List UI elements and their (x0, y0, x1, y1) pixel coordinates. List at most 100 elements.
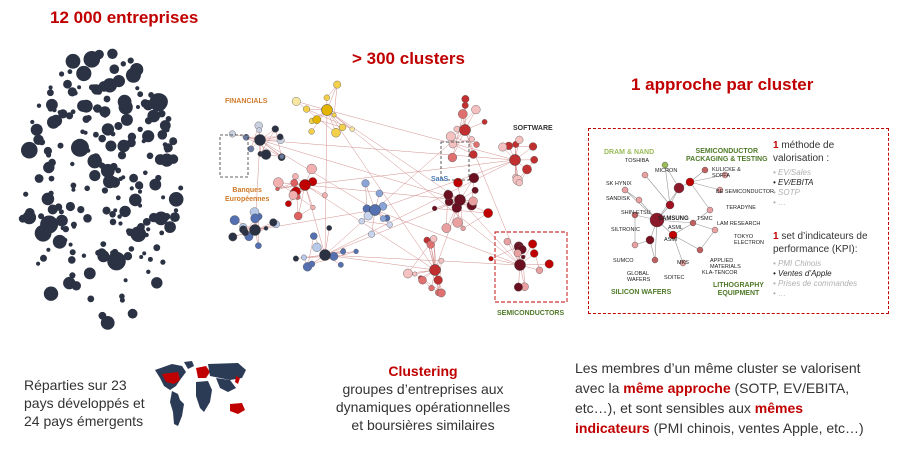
network-hub (321, 104, 333, 116)
network-edge (245, 137, 282, 158)
semi-node (706, 206, 714, 214)
company-dot (147, 256, 153, 262)
company-label: MICRON (655, 168, 678, 174)
network-node (361, 179, 370, 188)
network-node (308, 128, 315, 135)
network-node (418, 275, 427, 285)
network-node (353, 248, 359, 255)
company-dot (47, 115, 60, 129)
network-node (521, 254, 526, 260)
company-dot (69, 272, 76, 279)
semi-node (621, 186, 629, 194)
company-dot (137, 189, 143, 194)
network-node (306, 163, 317, 175)
network-node (228, 130, 236, 138)
company-dot (127, 132, 137, 141)
world-map (150, 358, 250, 433)
network-edge (316, 119, 343, 128)
company-dot (100, 316, 115, 330)
network-node (412, 271, 418, 277)
company-dot (63, 276, 76, 290)
network-node (441, 223, 452, 233)
semi-node (631, 241, 639, 249)
semi-edge (699, 229, 716, 251)
network-edge (326, 109, 516, 161)
company-dot (70, 161, 75, 167)
company-dot (149, 212, 159, 223)
semi-node (696, 246, 704, 254)
company-dot (70, 182, 77, 189)
network-node (228, 232, 238, 242)
company-dot (129, 193, 142, 207)
semi-node (635, 196, 643, 204)
company-dot (48, 85, 53, 90)
semi-node (673, 182, 685, 194)
network-node (443, 190, 454, 200)
company-dot (151, 277, 163, 289)
company-dot (121, 175, 126, 180)
company-dot (127, 308, 138, 319)
caption-text: (SOTP, EV/EBITA, (730, 380, 850, 396)
company-dot (138, 203, 143, 208)
semi-node (689, 219, 697, 227)
company-label: SHIN-ETSU (621, 210, 651, 216)
network-edge (374, 159, 516, 211)
caption-text: etc…), et sont sensibles aux (575, 400, 755, 416)
network-edge (324, 159, 516, 256)
company-dot (38, 138, 46, 146)
kpi-item: • PMI Chinois (773, 259, 822, 268)
company-label: TSMC (697, 216, 713, 222)
network-node (452, 217, 463, 228)
network-edge (304, 184, 436, 271)
network-node (530, 249, 539, 258)
network-node (468, 136, 475, 143)
company-dot (67, 69, 73, 75)
network-edge (324, 199, 461, 256)
semi-node (641, 171, 649, 179)
company-dot (72, 224, 76, 229)
network-node (528, 239, 537, 249)
network-node (288, 190, 298, 200)
company-dot (57, 110, 62, 115)
network-node (331, 112, 337, 118)
network-node (333, 80, 342, 89)
semi-node (685, 177, 695, 187)
network-node (453, 125, 461, 133)
network-node (310, 204, 316, 211)
network-node (241, 228, 249, 237)
company-dot (83, 267, 96, 280)
company-dot (69, 249, 76, 256)
company-dot (18, 214, 27, 223)
method-item-text: SOTP (778, 188, 800, 197)
company-dot (117, 151, 127, 160)
company-dot (161, 195, 166, 200)
company-dot (77, 206, 85, 214)
company-dot (77, 85, 82, 90)
companies-title: 12 000 entreprises (50, 8, 199, 27)
network-node (461, 101, 469, 109)
network-node (460, 225, 466, 232)
caption-line: groupes d’entreprises aux (342, 381, 504, 397)
kpi-item: • Prises de commandes (773, 279, 858, 288)
method-item-text: … (778, 198, 787, 207)
company-dot (65, 112, 74, 120)
network-node (308, 260, 316, 268)
semi-edge (644, 174, 671, 206)
company-dot (68, 242, 73, 247)
semis-highlight (494, 231, 568, 303)
network-node (363, 211, 373, 221)
network-edge (307, 236, 315, 267)
company-dot (120, 61, 127, 67)
semi-node (679, 259, 687, 267)
company-dot (70, 109, 76, 115)
company-dot (23, 191, 29, 197)
network-node (515, 135, 524, 144)
company-dot (47, 89, 54, 97)
network-node (291, 97, 301, 106)
caption-line: indicateurs (PMI chinois, ventes Apple, … (575, 418, 895, 438)
company-dot (122, 207, 127, 212)
caption-line: 24 pays émergents (24, 413, 144, 429)
company-dot (160, 153, 174, 167)
company-dot (135, 86, 140, 91)
company-dot (103, 174, 117, 189)
